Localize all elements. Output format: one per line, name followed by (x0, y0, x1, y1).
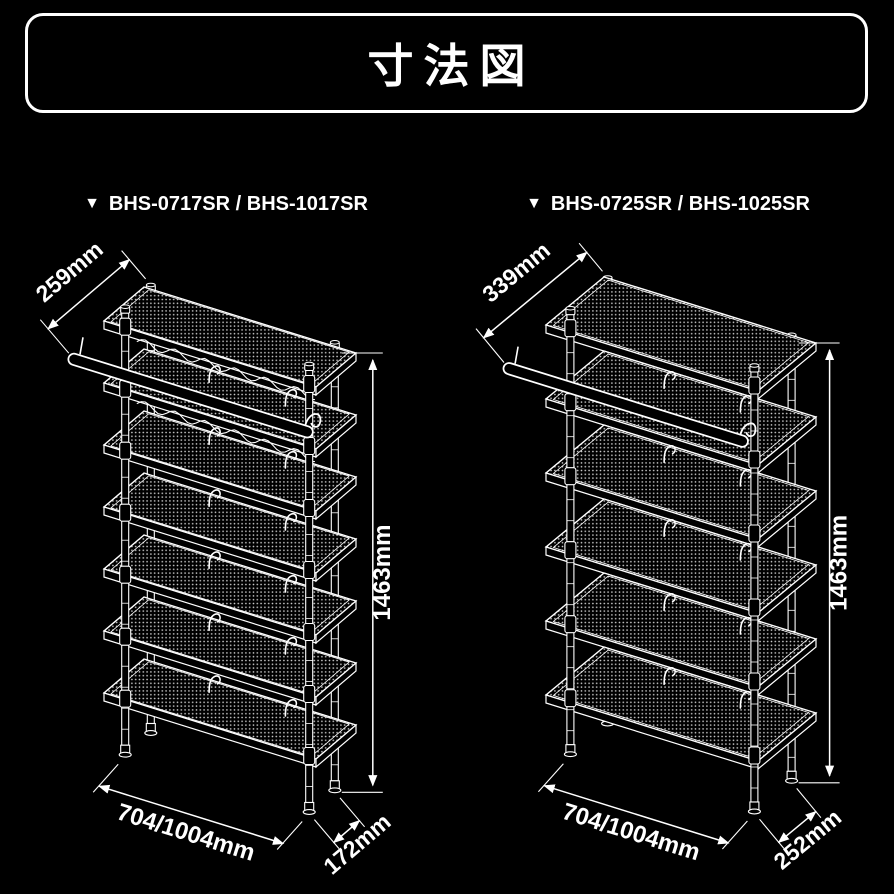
model-label-left: ▼ BHS-0717SR / BHS-1017SR (16, 193, 436, 216)
dim-label-bottom-depth: 172mm (318, 808, 395, 879)
dim-label-bottom-depth: 252mm (769, 804, 847, 875)
title-box: 寸法図 (25, 13, 868, 113)
shelf-unit-drawing (67, 282, 358, 815)
triangle-bullet-icon: ▼ (84, 195, 100, 212)
model-label-right: ▼ BHS-0725SR / BHS-1025SR (458, 193, 878, 216)
dim-label-width: 704/1004mm (114, 799, 258, 867)
dim-label-width: 704/1004mm (559, 798, 703, 866)
model-names-left: BHS-0717SR / BHS-1017SR (108, 193, 368, 215)
page-title: 寸法図 (367, 40, 536, 92)
dim-label-height: 1463mm (369, 525, 396, 621)
shelf-drawing-left: 259mm 1463mm 704/1004mm 172mm (31, 236, 396, 880)
dim-label-top-depth: 339mm (477, 237, 555, 308)
shelf-unit-drawing (502, 275, 818, 815)
triangle-bullet-icon: ▼ (526, 195, 542, 212)
shelf-drawing-right: 339mm 1463mm 704/1004mm 252mm (475, 237, 853, 875)
dim-label-top-depth: 259mm (31, 236, 108, 307)
model-names-right: BHS-0725SR / BHS-1025SR (550, 193, 810, 215)
dim-label-height: 1463mm (826, 515, 853, 611)
